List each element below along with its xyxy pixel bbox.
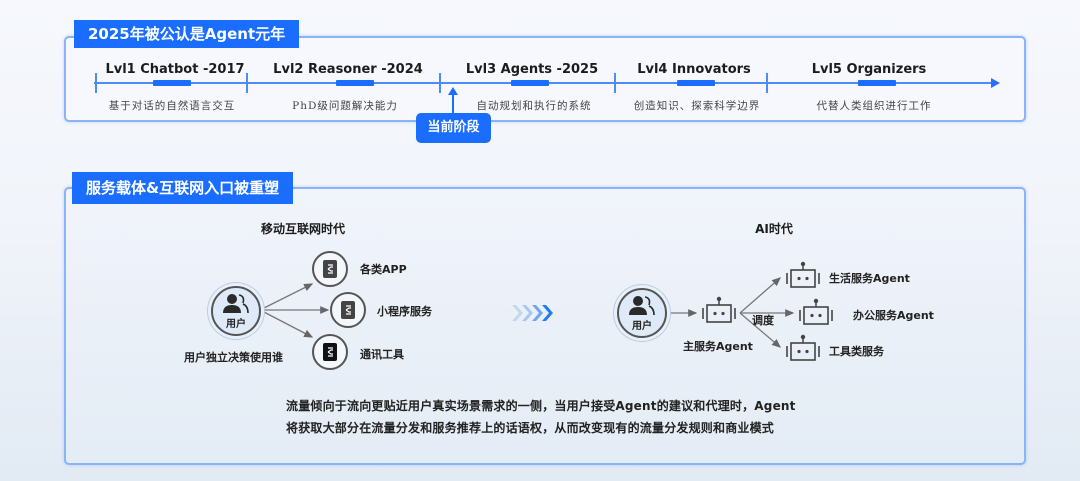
stage-description: 创造知识、探索科学边界 — [633, 100, 761, 112]
mobile-user-node: 用户 — [211, 286, 261, 336]
stage-description: 代替人类组织进行工作 — [816, 100, 932, 112]
timeline-panel — [64, 36, 1026, 122]
ai-era-title: AI时代 — [755, 222, 793, 236]
stage-title: Lvl1 Chatbot -2017 — [105, 62, 245, 77]
life-service-agent-icon — [786, 261, 820, 288]
mini-program-icon — [341, 301, 355, 319]
office-service-agent-label: 办公服务Agent — [853, 309, 934, 322]
timeline-section-title: 2025年被公认是Agent元年 — [74, 20, 300, 48]
stage-title: Lvl5 Organizers — [811, 62, 927, 77]
summary-line-2: 将获取大部分在流量分发和服务推荐上的话语权，从而改变现有的流量分发规则和商业模式 — [286, 421, 775, 435]
timeline-tick — [439, 73, 441, 93]
mobile-era-caption: 用户独立决策使用谁 — [184, 351, 283, 364]
stage-marker — [336, 80, 374, 86]
stage-marker — [511, 80, 549, 86]
life-service-agent-label: 生活服务Agent — [829, 272, 910, 285]
stage-marker — [858, 80, 896, 86]
axis-arrow-icon — [991, 78, 1000, 88]
user-label: 用户 — [632, 321, 652, 332]
timeline-tick — [246, 73, 248, 93]
stage-description: PhD级问题解决能力 — [292, 100, 398, 112]
messaging-icon — [323, 343, 337, 361]
stage-title: Lvl2 Reasoner -2024 — [273, 62, 423, 77]
app-label: 各类APP — [360, 263, 407, 276]
stage-description: 基于对话的自然语言交互 — [108, 100, 236, 112]
office-service-agent-icon — [799, 298, 833, 325]
timeline-tick — [95, 73, 97, 93]
messaging-node — [312, 334, 348, 370]
mobile-era-title: 移动互联网时代 — [260, 222, 346, 236]
messaging-label: 通讯工具 — [360, 348, 404, 361]
ai-user-node: 用户 — [617, 288, 667, 338]
user-icon — [223, 294, 249, 314]
up-arrow-icon — [448, 87, 458, 95]
current-stage-badge: 当前阶段 — [416, 113, 491, 143]
main-agent-robot-icon — [702, 296, 736, 323]
timeline-tick — [614, 73, 616, 93]
transition-chevrons-icon — [512, 305, 553, 321]
phone-app-icon — [323, 260, 337, 278]
current-stage-pointer — [452, 94, 454, 118]
stage-description: 自动规划和执行的系统 — [476, 100, 592, 112]
mini-program-label: 小程序服务 — [377, 305, 432, 318]
stage-marker — [153, 80, 191, 86]
tool-service-agent-icon — [786, 334, 820, 361]
mini-program-node — [330, 292, 366, 328]
stage-title: Lvl4 Innovators — [637, 62, 751, 77]
tool-service-agent-label: 工具类服务 — [829, 345, 884, 358]
app-node — [312, 251, 348, 287]
stage-marker — [677, 80, 715, 86]
main-agent-label: 主服务Agent — [683, 340, 753, 353]
service-section-title: 服务载体&互联网入口被重塑 — [72, 172, 294, 204]
user-icon — [629, 296, 655, 316]
timeline-tick — [766, 73, 768, 93]
summary-line-1: 流量倾向于流向更贴近用户真实场景需求的一侧，当用户接受Agent的建议和代理时，… — [286, 399, 796, 413]
user-label: 用户 — [226, 319, 246, 330]
stage-title: Lvl3 Agents -2025 — [465, 62, 599, 77]
dispatch-label: 调度 — [752, 314, 774, 327]
